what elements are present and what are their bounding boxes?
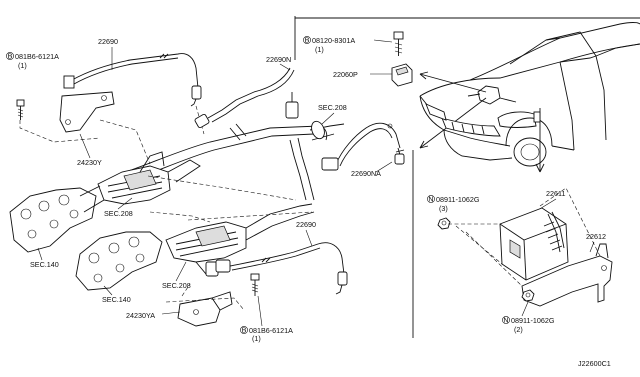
relay-inset-label: 22060P xyxy=(333,70,358,79)
nut-bottom xyxy=(521,289,535,302)
inset-frame xyxy=(294,16,640,338)
bolt-marker-symbol: B xyxy=(8,51,13,60)
nut-qty-top-label: (3) xyxy=(439,204,448,213)
bolt-qty-inset-label: (1) xyxy=(315,45,324,54)
nut-marker-top: N xyxy=(427,194,435,203)
ecm-22611 xyxy=(499,207,569,281)
catalyst-upper xyxy=(97,151,201,205)
oxygen-sensor-upper-left xyxy=(63,53,202,107)
nut-top xyxy=(437,217,451,230)
sensor-lower-label: 22690 xyxy=(296,220,316,229)
diagram-code: J22600C1 xyxy=(578,359,611,368)
bolt-marker-inset: B xyxy=(303,35,311,44)
bolt-lower xyxy=(250,273,260,296)
oxygen-sensor-na xyxy=(321,122,405,171)
sec140-upper-label: SEC.140 xyxy=(30,260,59,269)
nut-spec-top-label: 08911-1062G xyxy=(436,195,480,204)
bolt-qty-upper-left-label: (1) xyxy=(18,61,27,70)
bracket-24230ya xyxy=(177,291,233,327)
sensor-na-label: 22690NA xyxy=(351,169,381,178)
bolt-marker-upper-left: B xyxy=(6,51,14,60)
ecm-label: 22611 xyxy=(546,189,565,198)
bolt-marker-symbol-inset: B xyxy=(305,35,310,44)
bolt-spec-upper-left-label: 081B6-6121A xyxy=(15,52,59,61)
bolt-marker-symbol-lower: B xyxy=(242,325,247,334)
bolt-qty-lower-label: (1) xyxy=(252,334,261,343)
ecm-bracket-label: 22612 xyxy=(586,232,606,241)
exhaust-manifold-lower xyxy=(75,231,163,291)
sec208-mid-left-label: SEC.208 xyxy=(104,209,133,218)
nut-marker-symbol-bottom: N xyxy=(503,315,508,324)
sensor-upper-left-label: 22690 xyxy=(98,37,118,46)
bracket-24230ya-label: 24230YA xyxy=(126,311,155,320)
oxygen-sensor-upper-mid xyxy=(194,67,299,129)
nut-marker-bottom: N xyxy=(502,315,510,324)
bolt-upper-left xyxy=(16,99,25,120)
exhaust-manifold-upper xyxy=(9,185,105,253)
sec208-lower-label: SEC.208 xyxy=(162,281,191,290)
sec140-lower-label: SEC.140 xyxy=(102,295,131,304)
bolt-marker-lower: B xyxy=(240,325,248,334)
relay-22060p xyxy=(391,63,413,87)
nut-qty-bottom-label: (2) xyxy=(514,325,523,334)
vehicle-illustration xyxy=(419,22,640,167)
bracket-24230y-label: 24230Y xyxy=(77,158,102,167)
nut-spec-bottom-label: 08911-1062G xyxy=(511,316,555,325)
bracket-24230y xyxy=(59,91,115,133)
sec208-upper-label: SEC.208 xyxy=(318,103,347,112)
catalyst-lower xyxy=(165,203,315,277)
sensor-upper-mid-label: 22690N xyxy=(266,55,291,64)
bolt-spec-inset-label: 08120-8301A xyxy=(312,36,355,45)
oxygen-sensor-lower xyxy=(215,242,348,295)
bolt-spec-lower-label: 081B6-6121A xyxy=(249,326,293,335)
bolt-inset xyxy=(393,31,404,56)
nut-marker-symbol-top: N xyxy=(428,194,433,203)
